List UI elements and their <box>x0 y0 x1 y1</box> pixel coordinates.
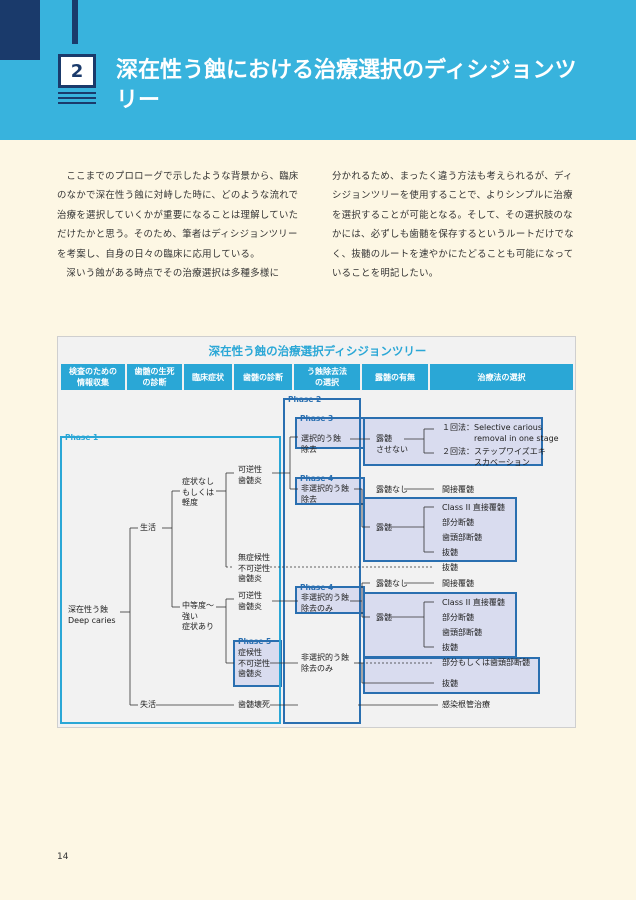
nonselective-removal-only-node: 非選択的う蝕 除去のみ <box>301 653 349 673</box>
chapter-number: 2 <box>58 54 96 88</box>
body-paragraph: 深いう蝕がある時点でその治療選択は多種多様に <box>66 268 280 280</box>
column-header: 検査のための 情報収集 <box>61 364 125 390</box>
no-exposure-node: 露髄 させない <box>376 434 408 454</box>
figure-title: 深在性う蝕の治療選択ディシジョンツリー <box>208 344 427 358</box>
page-number: 14 <box>57 852 69 862</box>
symptomatic-irreversible-node: 症候性 不可逆性 歯髄炎 <box>238 648 270 678</box>
column-header: 治療法の選択 <box>430 364 573 390</box>
phase-label: Phase 4 <box>300 583 334 592</box>
treatment-full-pulpotomy: 歯頭部断髄 <box>442 533 482 542</box>
column-header: 歯髄の診断 <box>234 364 292 390</box>
body-paragraph: ここまでのプロローグで示したような背景から、臨床のなかで深在性う蝕に対峙した時に… <box>57 171 299 260</box>
severe-symptom-node: 中等度～ 強い 症状あり <box>182 601 214 631</box>
treatment-stepwise: ２回法：ステップワイズエキ スカベーション <box>442 447 546 467</box>
reversible-pulpitis-node: 可逆性 歯髄炎 <box>238 465 262 485</box>
phase-label: Phase 3 <box>300 414 334 423</box>
mild-symptom-node: 症状なし もしくは 軽度 <box>182 477 214 507</box>
phase-label: Phase 2 <box>288 395 322 404</box>
decision-tree-figure: 深在性う蝕の治療選択ディシジョンツリー 検査のための 情報収集 歯髄の生死 の診… <box>57 336 576 728</box>
vital-node: 生活 <box>140 523 156 532</box>
exposure-node: 露髄 <box>376 613 392 622</box>
treatment-pulpectomy: 抜髄 <box>442 679 458 688</box>
treatment-partial-or-full-pulpotomy: 部分もしくは歯頭部断髄 <box>442 658 530 667</box>
body-paragraph: 分かれるため、まったく違う方法も考えられるが、ディシジョンツリーを使用することで… <box>332 171 574 280</box>
treatment-root-canal: 感染根管治療 <box>442 700 490 709</box>
treatment-one-step: １回法：Selective carious removal in one sta… <box>442 423 559 443</box>
treatment-indirect-capping: 間接覆髄 <box>442 485 474 494</box>
column-header: 露髄の有無 <box>362 364 428 390</box>
column-header: 歯髄の生死 の診断 <box>127 364 182 390</box>
treatment-direct-capping: Class II 直接覆髄 <box>442 503 505 512</box>
chapter-header: 2 深在性う蝕における治療選択のディシジョンツリー <box>0 0 636 140</box>
body-left-column: ここまでのプロローグで示したような背景から、臨床のなかで深在性う蝕に対峙した時に… <box>57 167 301 283</box>
chapter-stripes-decoration <box>58 92 96 107</box>
no-exposure-node: 露髄なし <box>376 485 408 494</box>
nonselective-removal-only-node: 非選択的う蝕 除去のみ <box>301 593 349 613</box>
header-line-decoration <box>72 0 78 44</box>
phase-label: Phase 4 <box>300 474 334 483</box>
treatment-pulpectomy: 抜髄 <box>442 563 458 572</box>
treatment-pulpectomy: 抜髄 <box>442 643 458 652</box>
root-node-en: Deep caries <box>68 616 116 625</box>
reversible-pulpitis-node: 可逆性 歯髄炎 <box>238 591 262 611</box>
asymptomatic-irreversible-node: 無症候性 不可逆性 歯髄炎 <box>238 553 270 583</box>
treatment-indirect-capping: 間接覆髄 <box>442 579 474 588</box>
page-title: 深在性う蝕における治療選択のディシジョンツリー <box>116 58 577 113</box>
header-corner-decoration <box>0 0 40 60</box>
selective-removal-node: 選択的う蝕 除去 <box>301 434 341 454</box>
body-right-column: 分かれるため、まったく違う方法も考えられるが、ディシジョンツリーを使用することで… <box>332 167 576 283</box>
column-header: 臨床症状 <box>184 364 232 390</box>
treatment-partial-pulpotomy: 部分断髄 <box>442 518 474 527</box>
exposure-node: 露髄 <box>376 523 392 532</box>
phase-label: Phase 5 <box>238 637 272 646</box>
root-node-ja: 深在性う蝕 <box>68 605 108 614</box>
tree-connectors <box>60 398 543 724</box>
nonselective-removal-node: 非選択的う蝕 除去 <box>301 484 349 504</box>
treatment-partial-pulpotomy: 部分断髄 <box>442 613 474 622</box>
column-header: う蝕除去法 の選択 <box>294 364 360 390</box>
nonvital-node: 失活 <box>140 700 156 709</box>
necrosis-node: 歯髄壊死 <box>238 700 270 709</box>
treatment-pulpectomy: 抜髄 <box>442 548 458 557</box>
treatment-direct-capping: Class II 直接覆髄 <box>442 598 505 607</box>
treatment-full-pulpotomy: 歯頭部断髄 <box>442 628 482 637</box>
no-exposure-node: 露髄なし <box>376 579 408 588</box>
phase-label: Phase 1 <box>65 433 99 442</box>
